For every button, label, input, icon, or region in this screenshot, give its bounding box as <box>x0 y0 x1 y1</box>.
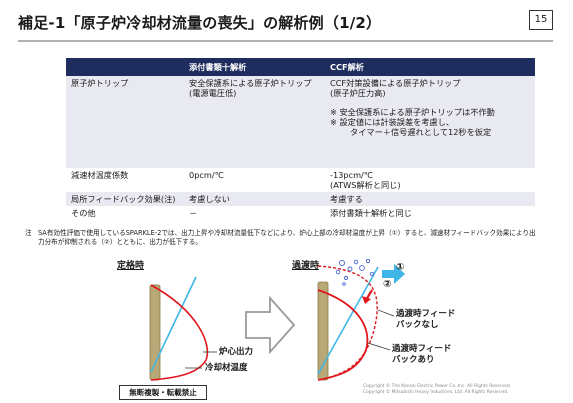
cell-line: (ATWS解析と同じ) <box>330 180 401 190</box>
table-cell: 安全保護系による原子炉トリップ (電源電圧低) <box>184 76 325 168</box>
right-core-rod <box>317 281 329 381</box>
core-power-label: 炉心出力 <box>219 347 254 357</box>
marker-2: ② <box>383 279 392 290</box>
left-coolant-temp-line <box>150 276 197 373</box>
copyright-notice: Copyright © The Kansai Electric Power Co… <box>363 384 511 396</box>
table-cell: -13pcm/℃ (ATWS解析と同じ) <box>325 168 535 192</box>
title-divider <box>18 40 553 42</box>
note-line: ※ 安全保護系による原子炉トリップは不作動 <box>330 107 495 117</box>
table-cell: 考慮しない <box>184 192 325 206</box>
note-line: タイマー＋信号遅れとして12秒を仮定 <box>350 127 492 137</box>
no-feedback-leader <box>377 309 395 317</box>
marker-1: ① <box>396 262 405 273</box>
with-feedback-label-line: 過渡時フィード <box>392 344 452 354</box>
table-header-row: 添付書類十解析 CCF解析 <box>66 58 535 76</box>
row-label: 局所フィードバック効果(注) <box>66 192 184 206</box>
cell-line: -13pcm/℃ <box>330 170 374 180</box>
no-feedback-label-line: 過渡時フィード <box>396 309 456 319</box>
table-cell: 考慮する <box>325 192 535 206</box>
table-header-cell: CCF解析 <box>325 58 535 76</box>
no-copy-stamp: 無断複製・転載禁止 <box>119 385 207 400</box>
table-row: 原子炉トリップ 安全保護系による原子炉トリップ (電源電圧低) CCF対策設備に… <box>66 76 535 168</box>
cell-notes: ※ 安全保護系による原子炉トリップは不作動 ※ 設定値には計装誤差を考慮し、 タ… <box>330 107 530 137</box>
table-cell: CCF対策設備による原子炉トリップ (原子炉圧力高) ※ 安全保護系による原子炉… <box>325 76 535 168</box>
temp-rise-arrow <box>382 264 405 284</box>
curve-no-feedback <box>317 265 378 381</box>
table-cell: 添付書類十解析と同じ <box>325 206 535 220</box>
copyright-line: Copyright © Mitsubishi Heavy Industries,… <box>363 390 509 395</box>
comparison-table: 添付書類十解析 CCF解析 原子炉トリップ 安全保護系による原子炉トリップ (電… <box>66 58 535 220</box>
footnote-label: 注 <box>25 229 32 237</box>
table-row: 局所フィードバック効果(注) 考慮しない 考慮する <box>66 192 535 206</box>
table-row: その他 － 添付書類十解析と同じ <box>66 206 535 220</box>
row-label: 原子炉トリップ <box>66 76 184 168</box>
cell-line: (原子炉圧力高) <box>330 88 386 98</box>
coolant-temp-label: 冷却材温度 <box>205 363 248 373</box>
table-header-cell <box>66 58 184 76</box>
row-label: 減速材温度係数 <box>66 168 184 192</box>
row-label: その他 <box>66 206 184 220</box>
table-cell: 0pcm/℃ <box>184 168 325 192</box>
copyright-line: Copyright © The Kansai Electric Power Co… <box>363 384 512 389</box>
table-cell: － <box>184 206 325 220</box>
cell-line: 安全保護系による原子炉トリップ <box>189 78 312 88</box>
table-header-cell: 添付書類十解析 <box>184 58 325 76</box>
with-feedback-label-line: バックあり <box>392 355 435 365</box>
curve-with-feedback <box>317 289 369 381</box>
left-power-curve <box>150 284 209 381</box>
no-feedback-label: 過渡時フィード バックなし <box>396 309 455 331</box>
footnote: 注 SA有効性評価で使用しているSPARKLE-2では、出力上昇や冷却材流量低下… <box>25 229 538 247</box>
right-coolant-temp-line <box>317 266 379 375</box>
page-number: 15 <box>529 10 553 30</box>
cell-line: (電源電圧低) <box>189 88 237 98</box>
page-title: 補足-1「原子炉冷却材流量の喪失」の解析例（1/2） <box>18 14 382 32</box>
note-line: ※ 設定値には計装誤差を考慮し、 <box>330 117 455 127</box>
power-suppression-arrowhead <box>362 296 371 304</box>
left-core-rod <box>149 284 161 381</box>
transient-state-title: 過渡時 <box>292 261 320 271</box>
with-feedback-label: 過渡時フィード バックあり <box>392 344 451 366</box>
coolant-bubbles <box>335 258 375 286</box>
cell-line: CCF対策設備による原子炉トリップ <box>330 78 461 88</box>
rated-state-title: 定格時 <box>117 261 145 271</box>
no-feedback-label-line: バックなし <box>396 320 439 330</box>
table-row: 減速材温度係数 0pcm/℃ -13pcm/℃ (ATWS解析と同じ) <box>66 168 535 192</box>
with-feedback-leader <box>367 342 391 351</box>
footnote-text: SA有効性評価で使用しているSPARKLE-2では、出力上昇や冷却材流量低下など… <box>38 229 536 246</box>
title-bar: 補足-1「原子炉冷却材流量の喪失」の解析例（1/2） 15 <box>18 10 553 42</box>
transition-arrow <box>245 295 296 355</box>
